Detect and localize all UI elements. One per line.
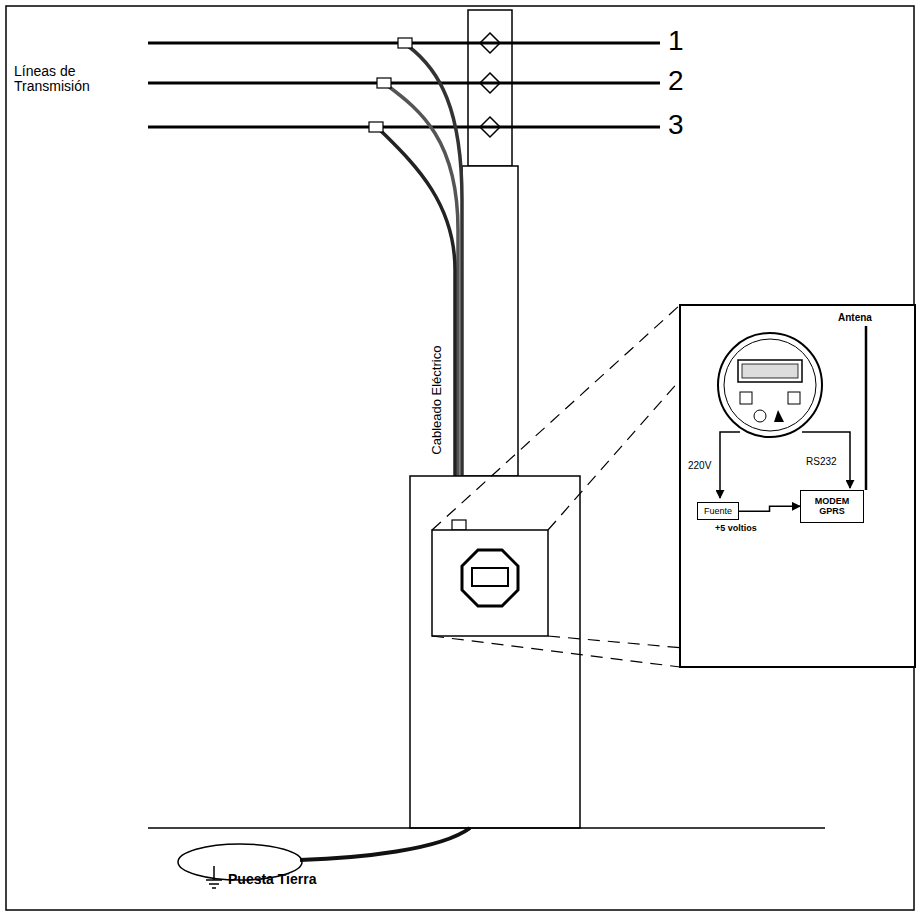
insulators (480, 33, 500, 137)
section-title: Líneas de Transmisión (14, 64, 114, 95)
ground-symbol (206, 866, 222, 888)
callout-number: 3 (668, 110, 684, 141)
meter-window (432, 530, 548, 636)
zoom-panel (680, 305, 915, 667)
cable-gland (452, 520, 466, 530)
meter-closeup (718, 333, 822, 437)
antenna (865, 326, 868, 490)
line-clamps (369, 38, 412, 132)
edge-label: +5 voltios (715, 524, 757, 534)
power-arrow (739, 506, 800, 511)
ground-label: Puesta Tierra (228, 872, 316, 887)
antenna-label: Antena (838, 312, 872, 323)
transmission-lines (148, 43, 660, 127)
power-supply-box: Fuente (697, 502, 739, 520)
ground-level (148, 827, 825, 829)
signal-label: 220V (688, 460, 711, 471)
modem-box: MODEM GPRS (800, 490, 864, 523)
power-feed-arrow (720, 432, 740, 498)
ground-cable (300, 828, 470, 860)
rs232-arrow (802, 432, 850, 488)
meter-display (472, 568, 508, 586)
transmission-lines-front (468, 43, 512, 127)
meter-cabinet (410, 476, 580, 828)
meter-octagon (462, 550, 518, 606)
frame (6, 6, 914, 910)
cable-label: Cableado Eléctrico (431, 345, 445, 454)
signal-label: RS232 (806, 456, 837, 467)
electric-cables (380, 46, 462, 522)
callout-number: 2 (668, 66, 684, 97)
box-text: MODEM GPRS (807, 496, 857, 517)
pole-body (462, 166, 518, 476)
pole-top (468, 10, 512, 166)
box-text: Fuente (704, 506, 732, 516)
callout-number: 1 (668, 26, 684, 57)
